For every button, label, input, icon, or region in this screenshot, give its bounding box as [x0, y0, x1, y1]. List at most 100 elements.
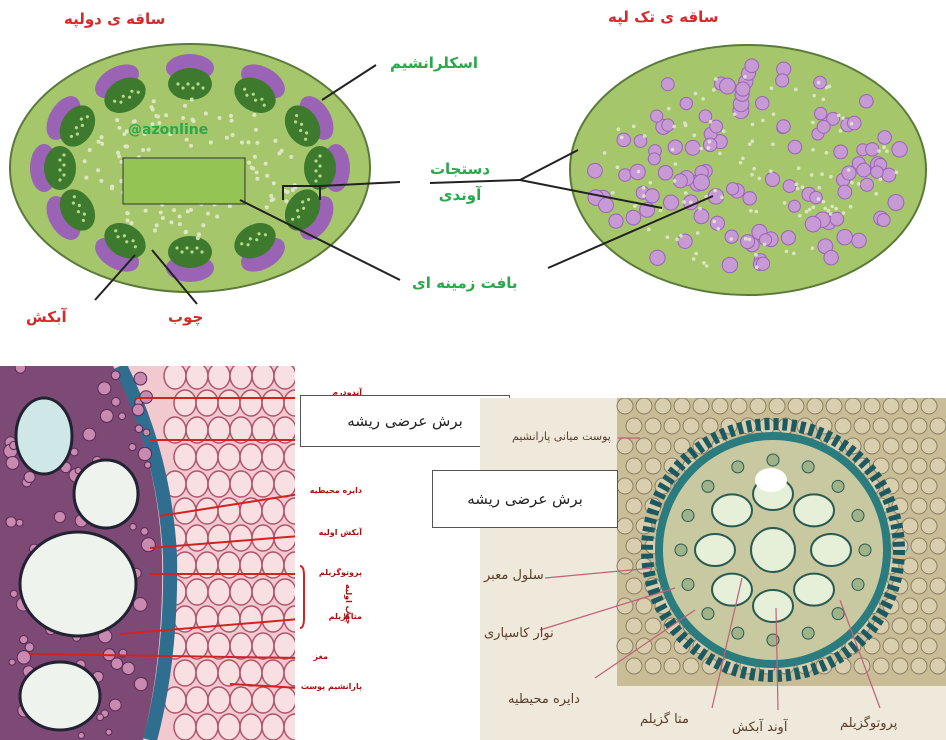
parenchyma-cell — [864, 638, 880, 654]
parenchyma-cell — [864, 398, 880, 414]
stele-cell — [138, 447, 151, 460]
pith-cell — [215, 214, 219, 218]
xylem-dot — [314, 179, 317, 182]
scattered-bundle — [626, 210, 641, 225]
ground-cell — [882, 145, 886, 149]
label-cortex-parenchyma: پارانشیم پوست — [301, 682, 362, 691]
stele-cell — [97, 714, 104, 721]
stele-cell — [143, 429, 150, 436]
root-micrograph-right: پوست میانی پارانشیم سلول معبر نوار کاسپا… — [480, 398, 946, 740]
ground-cell — [849, 205, 853, 209]
ground-cell — [841, 116, 845, 120]
scattered-bundle — [725, 230, 738, 243]
parenchyma-cell — [873, 418, 889, 434]
parenchyma-cell — [902, 598, 918, 614]
pith-cell — [100, 135, 104, 139]
pith-cell — [277, 151, 281, 155]
vascular-bundle — [166, 54, 214, 100]
ground-cell — [827, 209, 831, 213]
pith-cell — [184, 230, 188, 234]
label-pericycle-right: دایره محیطیه — [508, 692, 580, 707]
cortex-cell — [174, 714, 196, 740]
xylem-dot — [180, 250, 183, 253]
cortex-cell — [240, 714, 262, 740]
protoxylem-vessel — [732, 627, 744, 639]
ground-cell — [783, 201, 787, 205]
cortex-cell — [186, 366, 208, 389]
pith-cell — [255, 177, 259, 181]
parenchyma-cell — [911, 658, 927, 674]
parenchyma-cell — [930, 658, 946, 674]
pith-cell — [110, 186, 114, 190]
central-rectangle — [123, 158, 245, 204]
ground-cell — [647, 228, 651, 232]
parenchyma-cell — [626, 498, 642, 514]
metaxylem-vessel — [712, 494, 752, 526]
cortex-cell — [230, 525, 252, 551]
scattered-bundle — [588, 163, 603, 178]
metaxylem-vessel — [712, 574, 752, 606]
ground-cell — [770, 86, 774, 90]
cortex-cell — [240, 444, 262, 470]
root-micrograph-left — [0, 366, 295, 740]
cortex-cell — [186, 471, 208, 497]
pith-cell — [141, 148, 145, 152]
stele-cell — [100, 410, 113, 423]
pith-cell — [126, 218, 130, 222]
ground-cell — [679, 234, 683, 238]
vascular-label-line2: آوندی — [425, 182, 495, 208]
xylem-dot — [201, 86, 204, 89]
scattered-bundle — [720, 78, 736, 94]
cortex-cell — [274, 579, 295, 605]
callout-root-left: برش عرضی ریشه — [300, 395, 510, 447]
stele-cell — [132, 404, 144, 416]
scattered-bundle — [703, 138, 717, 152]
ground-cell — [698, 207, 702, 211]
ground-cell — [817, 81, 821, 85]
monocot-title: ساقه ی تک لپه — [608, 8, 719, 26]
scattered-bundle — [838, 185, 852, 199]
pith-cell — [97, 140, 101, 144]
ground-cell — [683, 121, 687, 125]
cortex-cell — [274, 366, 295, 389]
pith-cell — [273, 139, 277, 143]
parenchyma-cell — [930, 458, 946, 474]
pith-cell — [196, 236, 200, 240]
ground-cell — [754, 210, 758, 214]
parenchyma-cell — [930, 578, 946, 594]
metaxylem-vessel — [794, 574, 834, 606]
metaxylem-vessel — [695, 534, 735, 566]
stele-cell — [130, 524, 137, 531]
pith-cell — [126, 211, 130, 215]
label-primary-xylem: چوب اولیه — [344, 584, 353, 624]
pith-cell — [291, 188, 295, 192]
protoxylem-vessel — [832, 608, 844, 620]
scattered-bundle — [609, 214, 623, 228]
label-primary-phloem: آبکش اولیه — [319, 528, 362, 537]
cortex-cell — [218, 390, 240, 416]
parenchyma-cell — [617, 638, 633, 654]
pith-cell — [129, 221, 133, 225]
ground-cell — [811, 121, 815, 125]
ground-cell — [692, 257, 696, 261]
ground-cell — [667, 107, 671, 111]
cortex-cell — [196, 390, 218, 416]
protoxylem-vessel — [732, 461, 744, 473]
ground-cell — [878, 178, 882, 182]
ground-cell — [702, 261, 706, 265]
cortex-cell — [252, 366, 274, 389]
pith-cell — [100, 142, 104, 146]
ground-cell — [877, 149, 881, 153]
parenchyma-cell — [702, 418, 718, 434]
ground-cell — [673, 162, 677, 166]
scattered-bundle — [619, 169, 631, 181]
xylem-dot — [62, 153, 65, 156]
label-casparian-strip: نوار کاسپاری — [484, 626, 554, 641]
stele-cell — [112, 398, 121, 407]
pith-cell — [122, 132, 126, 136]
ground-cell — [805, 210, 809, 214]
vascular-label-line1: دستجات — [425, 156, 495, 182]
ground-cell — [812, 94, 816, 98]
ground-cell — [857, 182, 861, 186]
ground-cell — [743, 75, 747, 79]
